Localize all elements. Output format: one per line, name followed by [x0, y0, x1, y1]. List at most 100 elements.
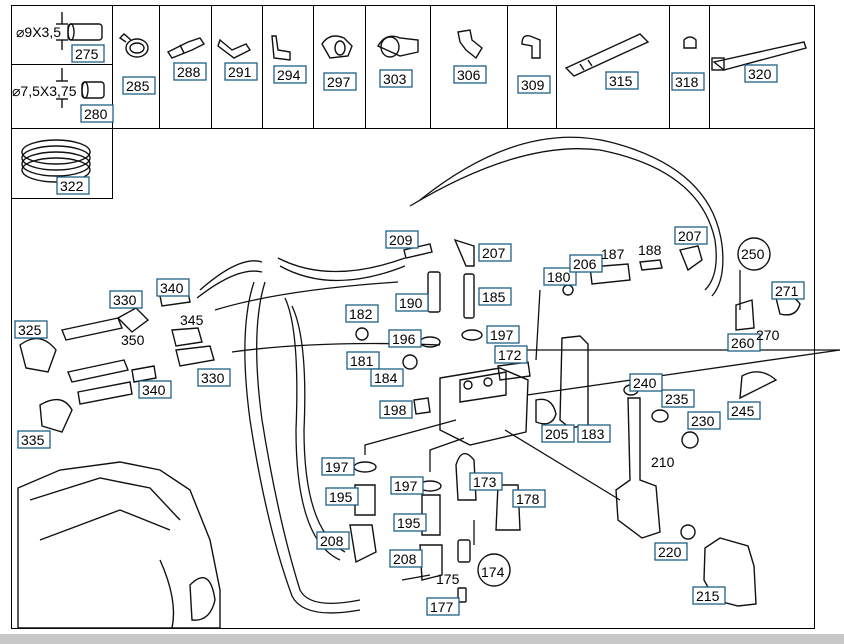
dimension-small-text: ⌀7,5X3,75	[12, 83, 77, 99]
callout-271: 271	[771, 281, 805, 300]
kit-circle-174	[477, 553, 511, 587]
tee-coupling-icon	[457, 29, 483, 60]
elbow-connector-icon	[271, 35, 291, 61]
label-185: 185	[482, 289, 506, 305]
leader-lines	[364, 270, 841, 545]
callout-325: 325	[14, 320, 48, 339]
label-270: 270	[756, 327, 780, 343]
callout-245: 245	[727, 401, 761, 420]
label-340b: 340	[142, 382, 166, 398]
callout-185: 185	[478, 287, 512, 306]
callout-215: 215	[692, 586, 726, 605]
callout-178: 178	[512, 489, 546, 508]
dimension-marker-small: ⌀7,5X3,75	[12, 68, 105, 108]
label-309: 309	[521, 77, 545, 93]
label-330a: 330	[113, 292, 137, 308]
callout-207b: 207	[674, 226, 708, 245]
label-183: 183	[581, 426, 605, 442]
label-209: 209	[389, 232, 413, 248]
callout-184: 184	[370, 368, 404, 387]
label-206: 206	[573, 256, 597, 272]
label-188: 188	[638, 242, 662, 258]
callout-208b: 208	[389, 549, 423, 568]
hose-lines	[196, 136, 724, 614]
callout-173: 173	[469, 472, 503, 491]
label-181: 181	[350, 353, 374, 369]
callout-195a: 195	[325, 487, 359, 506]
straight-connector-icon	[166, 37, 206, 59]
label-260: 260	[731, 335, 755, 351]
hose-clamp-icon	[118, 33, 149, 58]
label-250: 250	[741, 246, 765, 262]
callout-197b: 197	[321, 457, 355, 476]
label-220: 220	[658, 544, 682, 560]
label-235: 235	[665, 391, 689, 407]
label-215: 215	[696, 588, 720, 604]
label-291: 291	[228, 64, 252, 80]
kit-circle-250	[737, 237, 771, 271]
callout-180: 180	[543, 267, 577, 286]
label-285: 285	[126, 78, 150, 94]
callout-197c: 197	[390, 476, 424, 495]
sleeve-icon	[564, 33, 650, 77]
callout-205: 205	[541, 424, 575, 443]
label-197a: 197	[490, 327, 514, 343]
label-196: 196	[392, 331, 416, 347]
callout-235: 235	[661, 389, 695, 408]
callout-340b: 340	[138, 380, 172, 399]
callout-177: 177	[426, 597, 460, 616]
callout-335: 335	[17, 430, 51, 449]
label-322: 322	[60, 178, 84, 194]
header-labels: 275 280 285 288 291 294 297 303 306 309 …	[56, 44, 778, 195]
cable-tie-icon	[711, 41, 807, 71]
label-210: 210	[651, 454, 675, 470]
callout-240: 240	[629, 373, 663, 392]
label-245: 245	[731, 403, 755, 419]
label-335: 335	[21, 432, 45, 448]
callout-198: 198	[379, 400, 413, 419]
label-208b: 208	[393, 551, 417, 567]
label-184: 184	[374, 370, 398, 386]
callout-182: 182	[345, 304, 379, 323]
callout-197a: 197	[486, 325, 520, 344]
callout-183: 183	[577, 424, 611, 443]
label-207b: 207	[678, 228, 702, 244]
label-240: 240	[633, 375, 657, 391]
label-177: 177	[430, 599, 454, 615]
label-294: 294	[277, 67, 301, 83]
label-190: 190	[399, 295, 423, 311]
label-297: 297	[327, 74, 351, 90]
label-174: 174	[481, 564, 505, 580]
callout-208a: 208	[316, 531, 350, 550]
label-173: 173	[473, 474, 497, 490]
callout-labels: 209 207 180 206 187 188 207 250 340 330 …	[14, 226, 805, 616]
label-350: 350	[121, 332, 145, 348]
label-330b: 330	[201, 370, 225, 386]
clamped-coupling-icon	[377, 35, 419, 58]
label-320: 320	[748, 66, 772, 82]
label-280: 280	[84, 106, 108, 122]
label-271: 271	[775, 283, 799, 299]
label-187: 187	[601, 246, 625, 262]
label-178: 178	[516, 491, 540, 507]
callout-190: 190	[395, 293, 429, 312]
label-197c: 197	[394, 478, 418, 494]
mounting-bracket	[615, 397, 661, 539]
label-172: 172	[498, 347, 522, 363]
label-180: 180	[547, 269, 571, 285]
spring-clip-icon	[683, 36, 697, 49]
label-325: 325	[18, 322, 42, 338]
callout-220: 220	[654, 542, 688, 561]
coiled-hose-icon	[21, 139, 91, 183]
label-345: 345	[180, 312, 204, 328]
callout-260: 260	[727, 333, 761, 352]
label-197b: 197	[325, 459, 349, 475]
label-195b: 195	[397, 515, 421, 531]
label-207: 207	[482, 245, 506, 261]
dimension-marker-large: ⌀9X3,5	[16, 12, 103, 50]
label-230: 230	[691, 413, 715, 429]
label-306: 306	[457, 67, 481, 83]
label-318: 318	[675, 74, 699, 90]
label-205: 205	[545, 426, 569, 442]
